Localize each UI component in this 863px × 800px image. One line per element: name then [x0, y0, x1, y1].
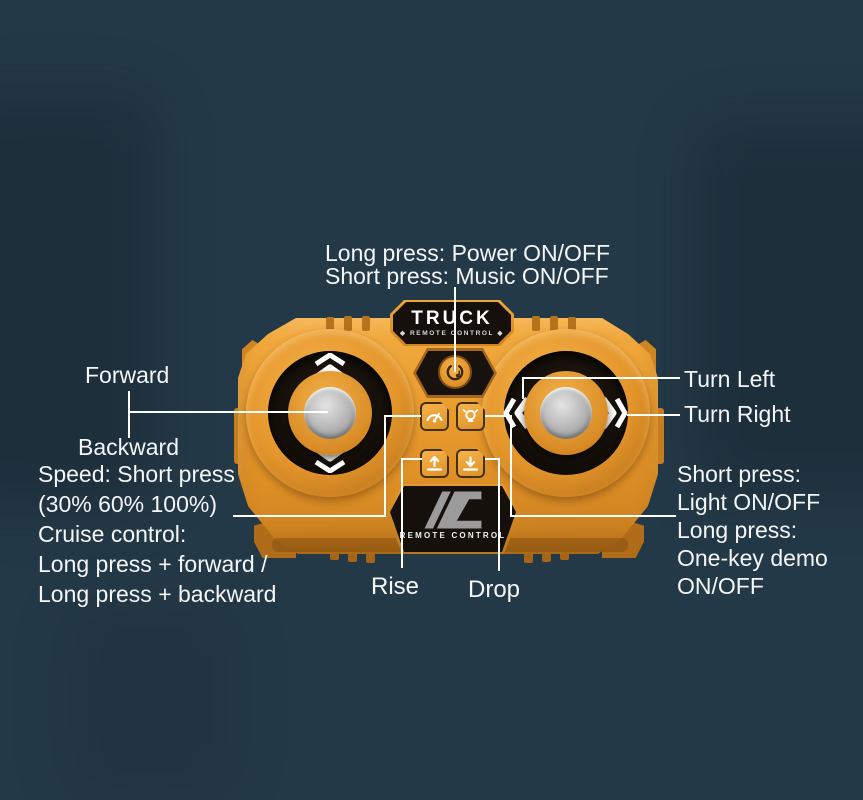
brand-badge: TRUCK ◆ REMOTE CONTROL ◆ — [390, 300, 514, 346]
turn-left-callout-drop — [522, 377, 524, 399]
bottom-tooth — [524, 549, 533, 563]
drop-callout-line-v — [498, 458, 500, 571]
light-line-2: Light ON/OFF — [677, 489, 821, 515]
light-demo-button[interactable] — [456, 402, 485, 431]
rise-label: Rise — [371, 573, 420, 600]
power-label-line1: Long press: Power ON/OFF — [325, 240, 611, 266]
light-line-4: One-key demo — [677, 545, 828, 571]
bottom-panel: REMOTE CONTROL — [390, 486, 516, 552]
power-label-line2: Short press: Music ON/OFF — [325, 263, 609, 289]
light-demo-icon — [462, 409, 479, 422]
drop-icon — [462, 456, 479, 471]
light-line-5: ON/OFF — [677, 573, 764, 599]
left-joystick[interactable] — [304, 387, 356, 439]
speed-line-2: (30% 60% 100%) — [38, 491, 217, 517]
brand-name: TRUCK — [411, 307, 493, 329]
background-silhouette — [60, 600, 240, 800]
speed-cruise-block: Speed: Short press (30% 60% 100%) Cruise… — [38, 459, 276, 609]
zl-logo — [424, 491, 482, 529]
light-line-3: Long press: — [677, 517, 798, 543]
rise-callout-line-v — [401, 458, 403, 568]
forward-backward-callout-line — [128, 411, 328, 413]
light-demo-block: Short press: Light ON/OFF Long press: On… — [677, 460, 828, 600]
brand-badge-panel: TRUCK ◆ REMOTE CONTROL ◆ — [393, 302, 511, 344]
speed-callout-line-v — [384, 415, 386, 517]
drop-button[interactable] — [456, 449, 485, 478]
light-callout-line-v — [510, 415, 512, 517]
bottom-tooth — [348, 548, 357, 562]
speed-callout-line-h2 — [384, 415, 421, 417]
grip-ridge — [344, 316, 352, 331]
light-line-1: Short press: — [677, 461, 801, 487]
rise-callout-line-h — [401, 458, 422, 460]
speed-line-5: Long press + backward — [38, 581, 277, 607]
forward-backward-bracket — [128, 391, 130, 438]
grip-ridge — [362, 316, 370, 331]
bottom-tooth — [542, 548, 551, 562]
turn-left-label: Turn Left — [684, 366, 776, 392]
grip-ridge — [326, 317, 334, 332]
rise-icon — [426, 455, 443, 471]
grip-ridge — [568, 317, 576, 332]
bottom-panel-label: REMOTE CONTROL — [399, 531, 507, 540]
turn-right-label: Turn Right — [684, 401, 791, 427]
rise-button[interactable] — [420, 449, 449, 478]
turn-left-callout-line — [522, 377, 680, 379]
speed-line-1: Speed: Short press — [38, 461, 235, 487]
brand-subtitle: ◆ REMOTE CONTROL ◆ — [399, 329, 505, 337]
backward-label: Backward — [78, 434, 179, 460]
speed-callout-line-h1 — [233, 515, 386, 517]
light-callout-line-h2 — [510, 515, 676, 517]
background-silhouette — [690, 120, 863, 500]
speed-line-4: Long press + forward / — [38, 551, 268, 577]
speed-button[interactable] — [420, 402, 449, 431]
grip-ridge — [532, 316, 540, 331]
speed-icon — [426, 412, 443, 423]
forward-label: Forward — [85, 362, 170, 388]
light-callout-line-h1 — [485, 415, 512, 417]
turn-right-callout-line — [627, 414, 680, 416]
drop-callout-line-h — [485, 458, 500, 460]
grip-ridge — [550, 316, 558, 331]
background-silhouette — [0, 90, 160, 510]
speed-line-3: Cruise control: — [38, 521, 187, 547]
bottom-tooth — [366, 549, 375, 563]
drop-label: Drop — [468, 576, 521, 603]
right-joystick[interactable] — [540, 387, 592, 439]
power-callout-line — [454, 287, 456, 372]
